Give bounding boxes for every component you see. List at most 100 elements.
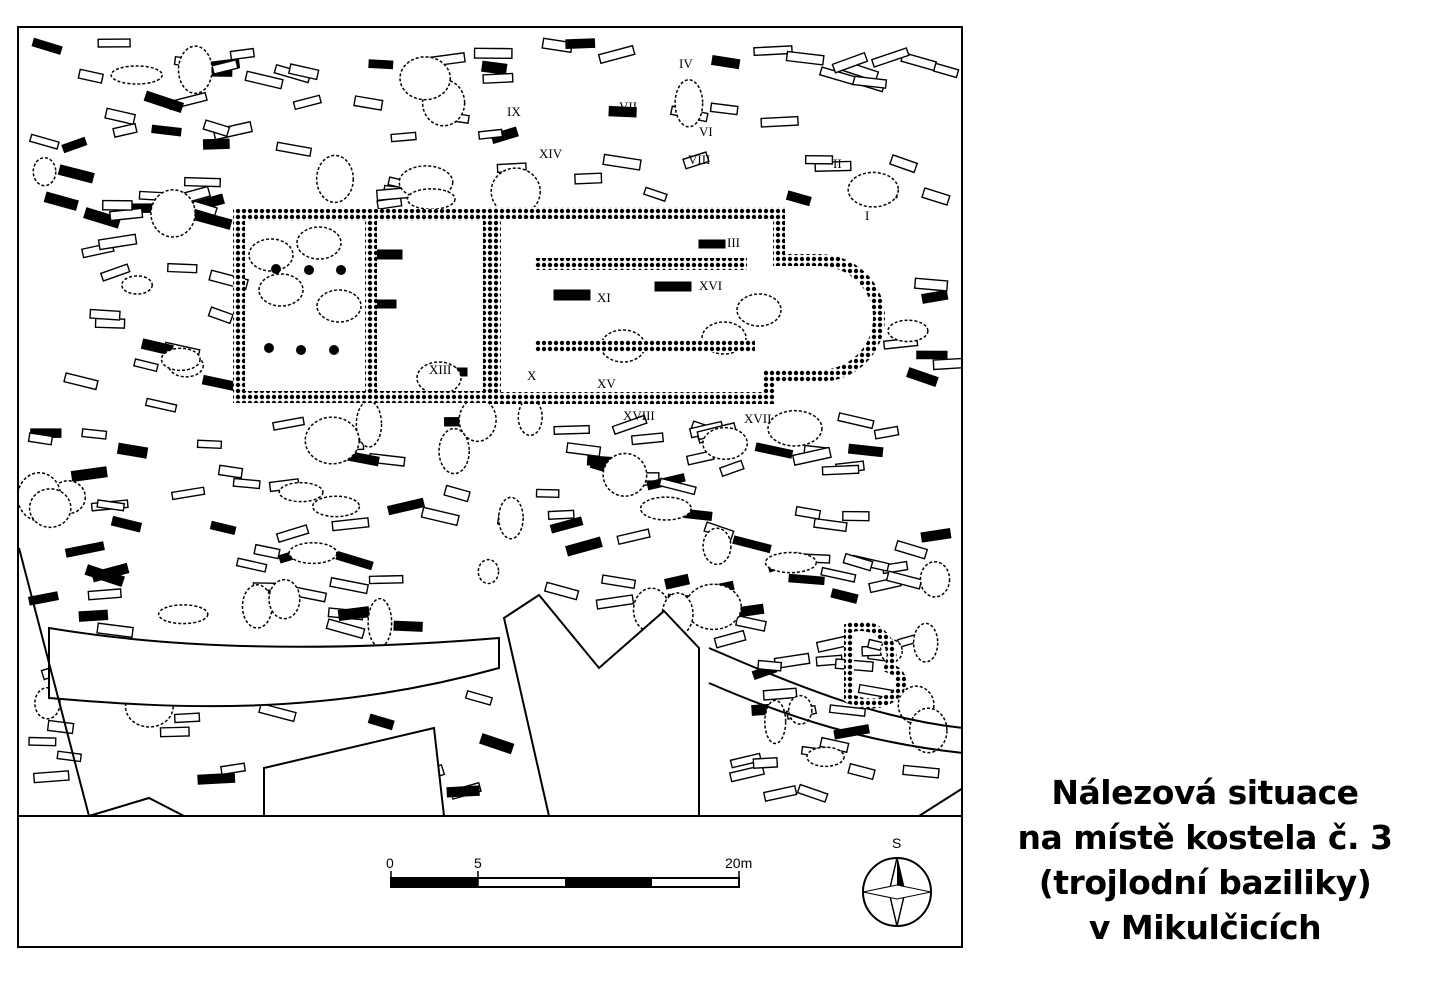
scale-tick-5: 5 <box>474 855 482 871</box>
grave-pit <box>99 263 131 282</box>
grave-pit <box>804 154 834 165</box>
grave-pit <box>331 517 370 532</box>
grave-label: XVI <box>699 278 722 293</box>
grave-pit-filled <box>732 535 772 554</box>
grave-pit <box>28 736 57 747</box>
grave-pit <box>287 63 320 81</box>
excavation-pit <box>684 583 742 631</box>
grave-label: X <box>527 368 537 383</box>
grave-pit <box>87 588 122 601</box>
grave-pit <box>753 45 793 57</box>
grave-pit <box>220 762 247 776</box>
excavation-pit <box>110 65 163 85</box>
grave-pit <box>828 704 867 717</box>
north-arrow-icon: S <box>862 835 932 927</box>
grave-pit-filled <box>209 520 237 536</box>
grave-pit <box>713 629 747 649</box>
rampart-belt <box>48 626 961 754</box>
excavation-pit <box>847 171 900 208</box>
excavation-pit <box>268 578 301 620</box>
grave-pit-filled <box>608 105 637 118</box>
grave-pit <box>718 459 745 478</box>
grave-pit <box>813 517 848 533</box>
grave-pit-filled <box>373 249 403 260</box>
site-plan-drawing: I II III IV VI VII VIII IX X XI XIII XIV… <box>19 37 961 927</box>
grave-pit <box>847 762 876 781</box>
grave-pit <box>932 357 961 371</box>
grave-pit <box>760 115 799 128</box>
excavation-pit <box>304 416 360 465</box>
excavation-pit <box>278 481 324 503</box>
grave-pit <box>831 51 869 74</box>
grave-pit <box>762 784 798 802</box>
grave-pit-filled <box>490 126 519 145</box>
post-hole <box>271 264 281 274</box>
grave-pit-filled <box>710 54 741 70</box>
grave-pit <box>207 306 234 325</box>
grave-pit-filled <box>43 191 79 211</box>
grave-pit-filled <box>664 573 691 590</box>
grave-pit <box>595 594 635 610</box>
grave-pit <box>170 486 206 501</box>
excavation-pit <box>311 495 361 518</box>
grave-pit <box>89 308 121 321</box>
excavation-pit <box>177 45 213 95</box>
grave-pit <box>81 428 108 440</box>
grave-pit-filled <box>830 588 859 604</box>
grave-label: VI <box>699 124 713 139</box>
excavation-pit <box>121 275 153 295</box>
modern-structures <box>19 547 961 817</box>
grave-pit <box>757 659 783 672</box>
grave-pit <box>329 576 370 595</box>
grave-label: XVII <box>744 411 771 426</box>
grave-pit <box>547 509 575 521</box>
grave-pit-filled <box>916 350 948 360</box>
excavation-pit <box>908 707 948 754</box>
excavation-pit <box>355 400 383 448</box>
excavation-pit <box>258 273 304 307</box>
grave-pit-filled <box>337 606 370 622</box>
caption-line: Nálezová situace <box>1051 773 1359 812</box>
scale-tick-0: 0 <box>386 855 394 871</box>
grave-pit <box>244 70 284 90</box>
grave-pit-filled <box>31 37 63 55</box>
grave-pit <box>535 488 560 499</box>
grave-pit-filled <box>698 239 726 249</box>
excavation-pit <box>919 560 951 598</box>
grave-pit <box>232 477 261 490</box>
grave-pit <box>796 783 829 803</box>
grave-pit <box>28 133 60 150</box>
grave-pit-filled <box>61 136 88 154</box>
grave-pit <box>791 446 832 466</box>
grave-label: XI <box>597 290 611 305</box>
grave-pit <box>275 141 313 157</box>
scale-tick-20: 20m <box>725 855 752 871</box>
grave-pit-filled <box>906 367 939 387</box>
grave-pit-filled <box>27 591 59 606</box>
grave-pit <box>709 102 739 116</box>
grave-pit-filled <box>57 164 95 184</box>
basilica-foundations <box>233 207 907 709</box>
excavation-pit <box>806 746 845 768</box>
grave-pit <box>932 62 960 79</box>
excavation-pit <box>498 496 524 540</box>
grave-pit-filled <box>116 442 149 459</box>
grave-pit <box>271 416 306 431</box>
site-plan-map: I II III IV VI VII VIII IX X XI XIII XIV… <box>17 26 963 948</box>
grave-pit <box>553 424 591 435</box>
grave-pit-filled <box>201 374 236 392</box>
grave-pit <box>543 581 580 601</box>
grave-pit <box>420 506 460 527</box>
grave-pit <box>851 75 888 89</box>
grave-pit <box>275 524 310 544</box>
grave-pit-filled <box>151 124 182 137</box>
grave-pit <box>794 505 822 520</box>
grave-pit-filled <box>549 516 584 534</box>
excavation-pit <box>316 289 362 323</box>
grave-pit <box>602 153 642 171</box>
grave-label: I <box>865 208 869 223</box>
grave-label: VII <box>619 99 637 114</box>
grave-pit-filled <box>64 541 105 558</box>
excavation-pit <box>702 527 732 566</box>
grave-pit <box>837 412 875 430</box>
